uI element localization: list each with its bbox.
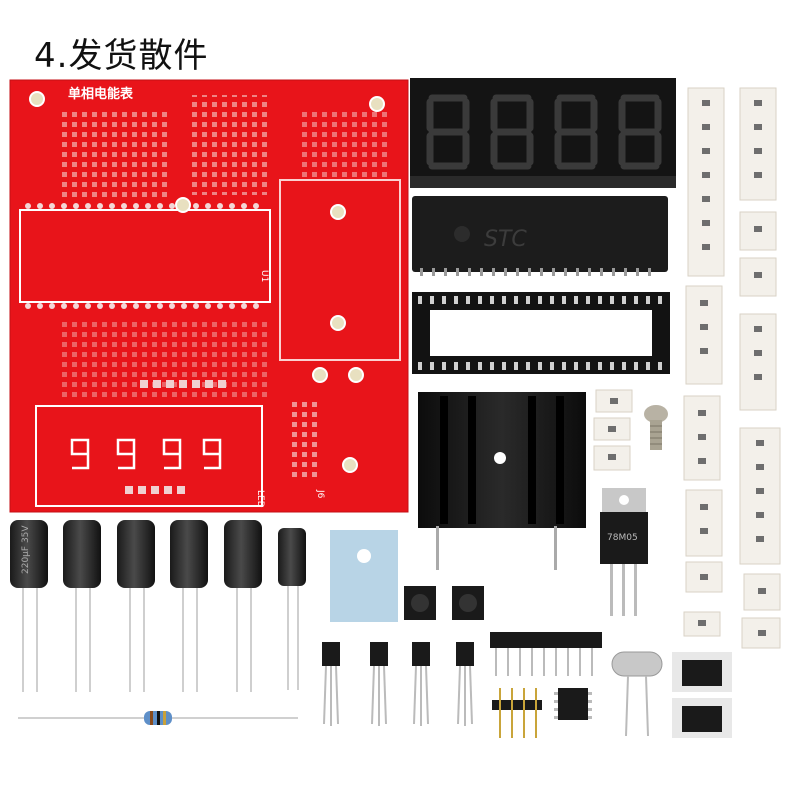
pcb-board: 单相电能表 U1 LED J6 (9, 79, 409, 513)
transistors (322, 642, 474, 726)
pcb-title: 单相电能表 (68, 86, 134, 102)
mcu-brand: STC (484, 227, 527, 252)
page-heading: 4.发货散件 (34, 36, 209, 76)
regulator-marking: 78M05 (607, 533, 638, 543)
soic-chip (554, 688, 592, 720)
crystal-oscillator (611, 651, 663, 737)
ic-socket (412, 292, 670, 374)
seven-segment-display (410, 78, 676, 188)
voltage-regulator: 78M05 (600, 488, 648, 616)
electrolytic-capacitors: 220μF 35V (10, 520, 306, 692)
mcu-chip: STC (412, 196, 668, 276)
pcb-label-u1: U1 (259, 270, 269, 282)
tact-switches (404, 586, 484, 620)
pin-header (492, 688, 542, 738)
resistor (18, 711, 298, 725)
capacitor-marking: 220μF 35V (21, 525, 31, 574)
pcb-label-led: LED (255, 490, 265, 508)
thermal-pad (330, 530, 398, 622)
smd-chips (672, 652, 732, 738)
smd-components (608, 100, 766, 636)
screw (644, 405, 668, 450)
pcb-label-j6: J6 (315, 489, 325, 499)
heatsink (418, 392, 586, 570)
resistor-network (490, 632, 602, 676)
